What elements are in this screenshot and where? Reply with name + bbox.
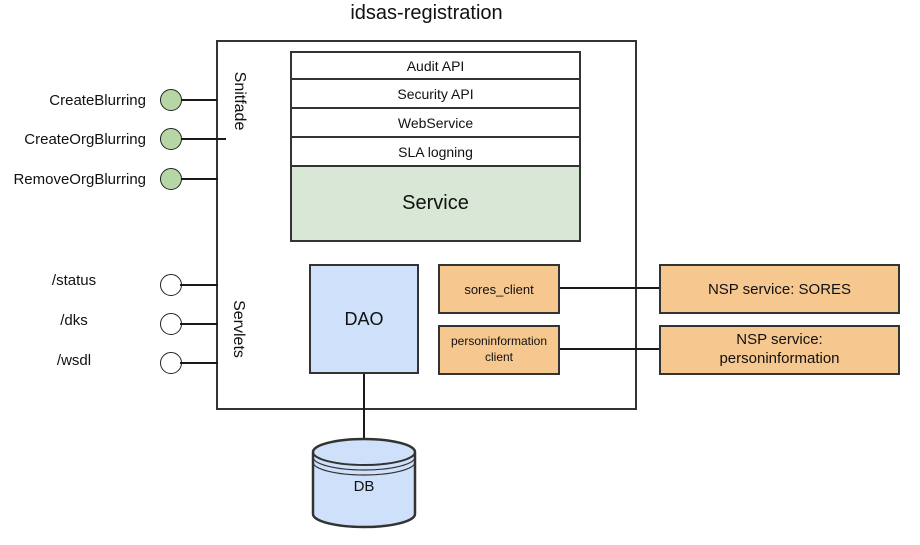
layer-sla-logning: SLA logning (290, 136, 581, 167)
sores-client-label: sores_client (464, 281, 534, 297)
nsp-service-personinformation-label-line2: personinformation (719, 350, 840, 367)
personinformation-client-component: personinformation client (438, 325, 560, 375)
nsp-service-sores-label: NSP service: SORES (707, 280, 852, 298)
port-wsdl-icon (160, 352, 182, 374)
idsas-registration-container (216, 40, 637, 410)
port-createorgblurring-icon (160, 128, 182, 150)
operation-label-createorgblurring: CreateOrgBlurring (24, 131, 146, 148)
servlet-label-dks: /dks (60, 312, 88, 329)
connector-dks (180, 323, 218, 325)
port-removeorgblurring-icon (160, 168, 182, 190)
port-dks-icon (160, 313, 182, 335)
connector-removeorgblurring (181, 178, 218, 180)
layer-service: Service (290, 165, 581, 242)
connector-createorgblurring (181, 138, 226, 140)
diagram-title: idsas-registration (350, 2, 503, 24)
db-cylinder-icon (311, 437, 417, 529)
personinformation-client-label-line1: personinformation (450, 334, 548, 349)
port-status-icon (160, 274, 182, 296)
connector-createblurring (181, 99, 217, 101)
personinformation-client-label-line2: client (484, 350, 513, 364)
operation-label-createblurring: CreateBlurring (49, 92, 146, 109)
nsp-service-personinformation-label-line1: NSP service: (736, 331, 823, 349)
dao-component: DAO (309, 264, 419, 374)
connector-status (180, 284, 218, 286)
servlet-label-wsdl: /wsdl (56, 352, 92, 369)
nsp-service-sores: NSP service: SORES (659, 264, 900, 314)
operation-label-removeorgblurring: RemoveOrgBlurring (13, 171, 146, 188)
nsp-service-personinformation: NSP service: personinformation (659, 325, 900, 375)
connector-soresclient-nsp (559, 287, 660, 289)
connector-wsdl (180, 362, 218, 364)
port-createblurring-icon (160, 89, 182, 111)
connector-piclient-nsp (559, 348, 660, 350)
db-label: DB (353, 478, 375, 495)
layer-audit-api: Audit API (290, 51, 581, 80)
servlet-label-status: /status (51, 272, 97, 289)
connector-dao-db (363, 373, 365, 441)
layer-security-api: Security API (290, 78, 581, 109)
api-layer-stack: Audit API Security API WebService SLA lo… (290, 51, 581, 242)
section-label-snitfade: Snitfade (231, 71, 248, 131)
section-label-servlets: Servlets (230, 300, 247, 358)
sores-client-component: sores_client (438, 264, 560, 314)
layer-webservice: WebService (290, 107, 581, 138)
